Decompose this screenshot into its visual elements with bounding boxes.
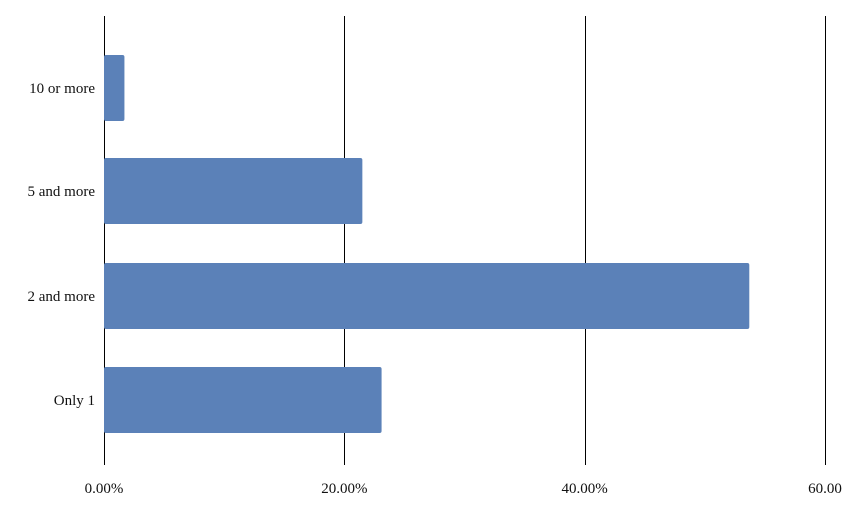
bar — [104, 263, 750, 329]
bar — [104, 158, 363, 224]
category-label: 10 or more — [29, 81, 95, 97]
bar — [104, 55, 125, 121]
category-label: 5 and more — [28, 184, 96, 200]
bars — [104, 55, 750, 433]
bar — [104, 367, 382, 433]
category-label: 2 and more — [28, 289, 96, 305]
x-tick-label: 60.00 — [808, 481, 842, 497]
x-tick-label: 40.00% — [562, 481, 608, 497]
x-axis-tick-labels: 0.00% 20.00% 40.00% 60.00 — [85, 481, 842, 497]
category-label: Only 1 — [54, 393, 95, 409]
x-tick-label: 20.00% — [321, 481, 367, 497]
x-tick-label: 0.00% — [85, 481, 124, 497]
